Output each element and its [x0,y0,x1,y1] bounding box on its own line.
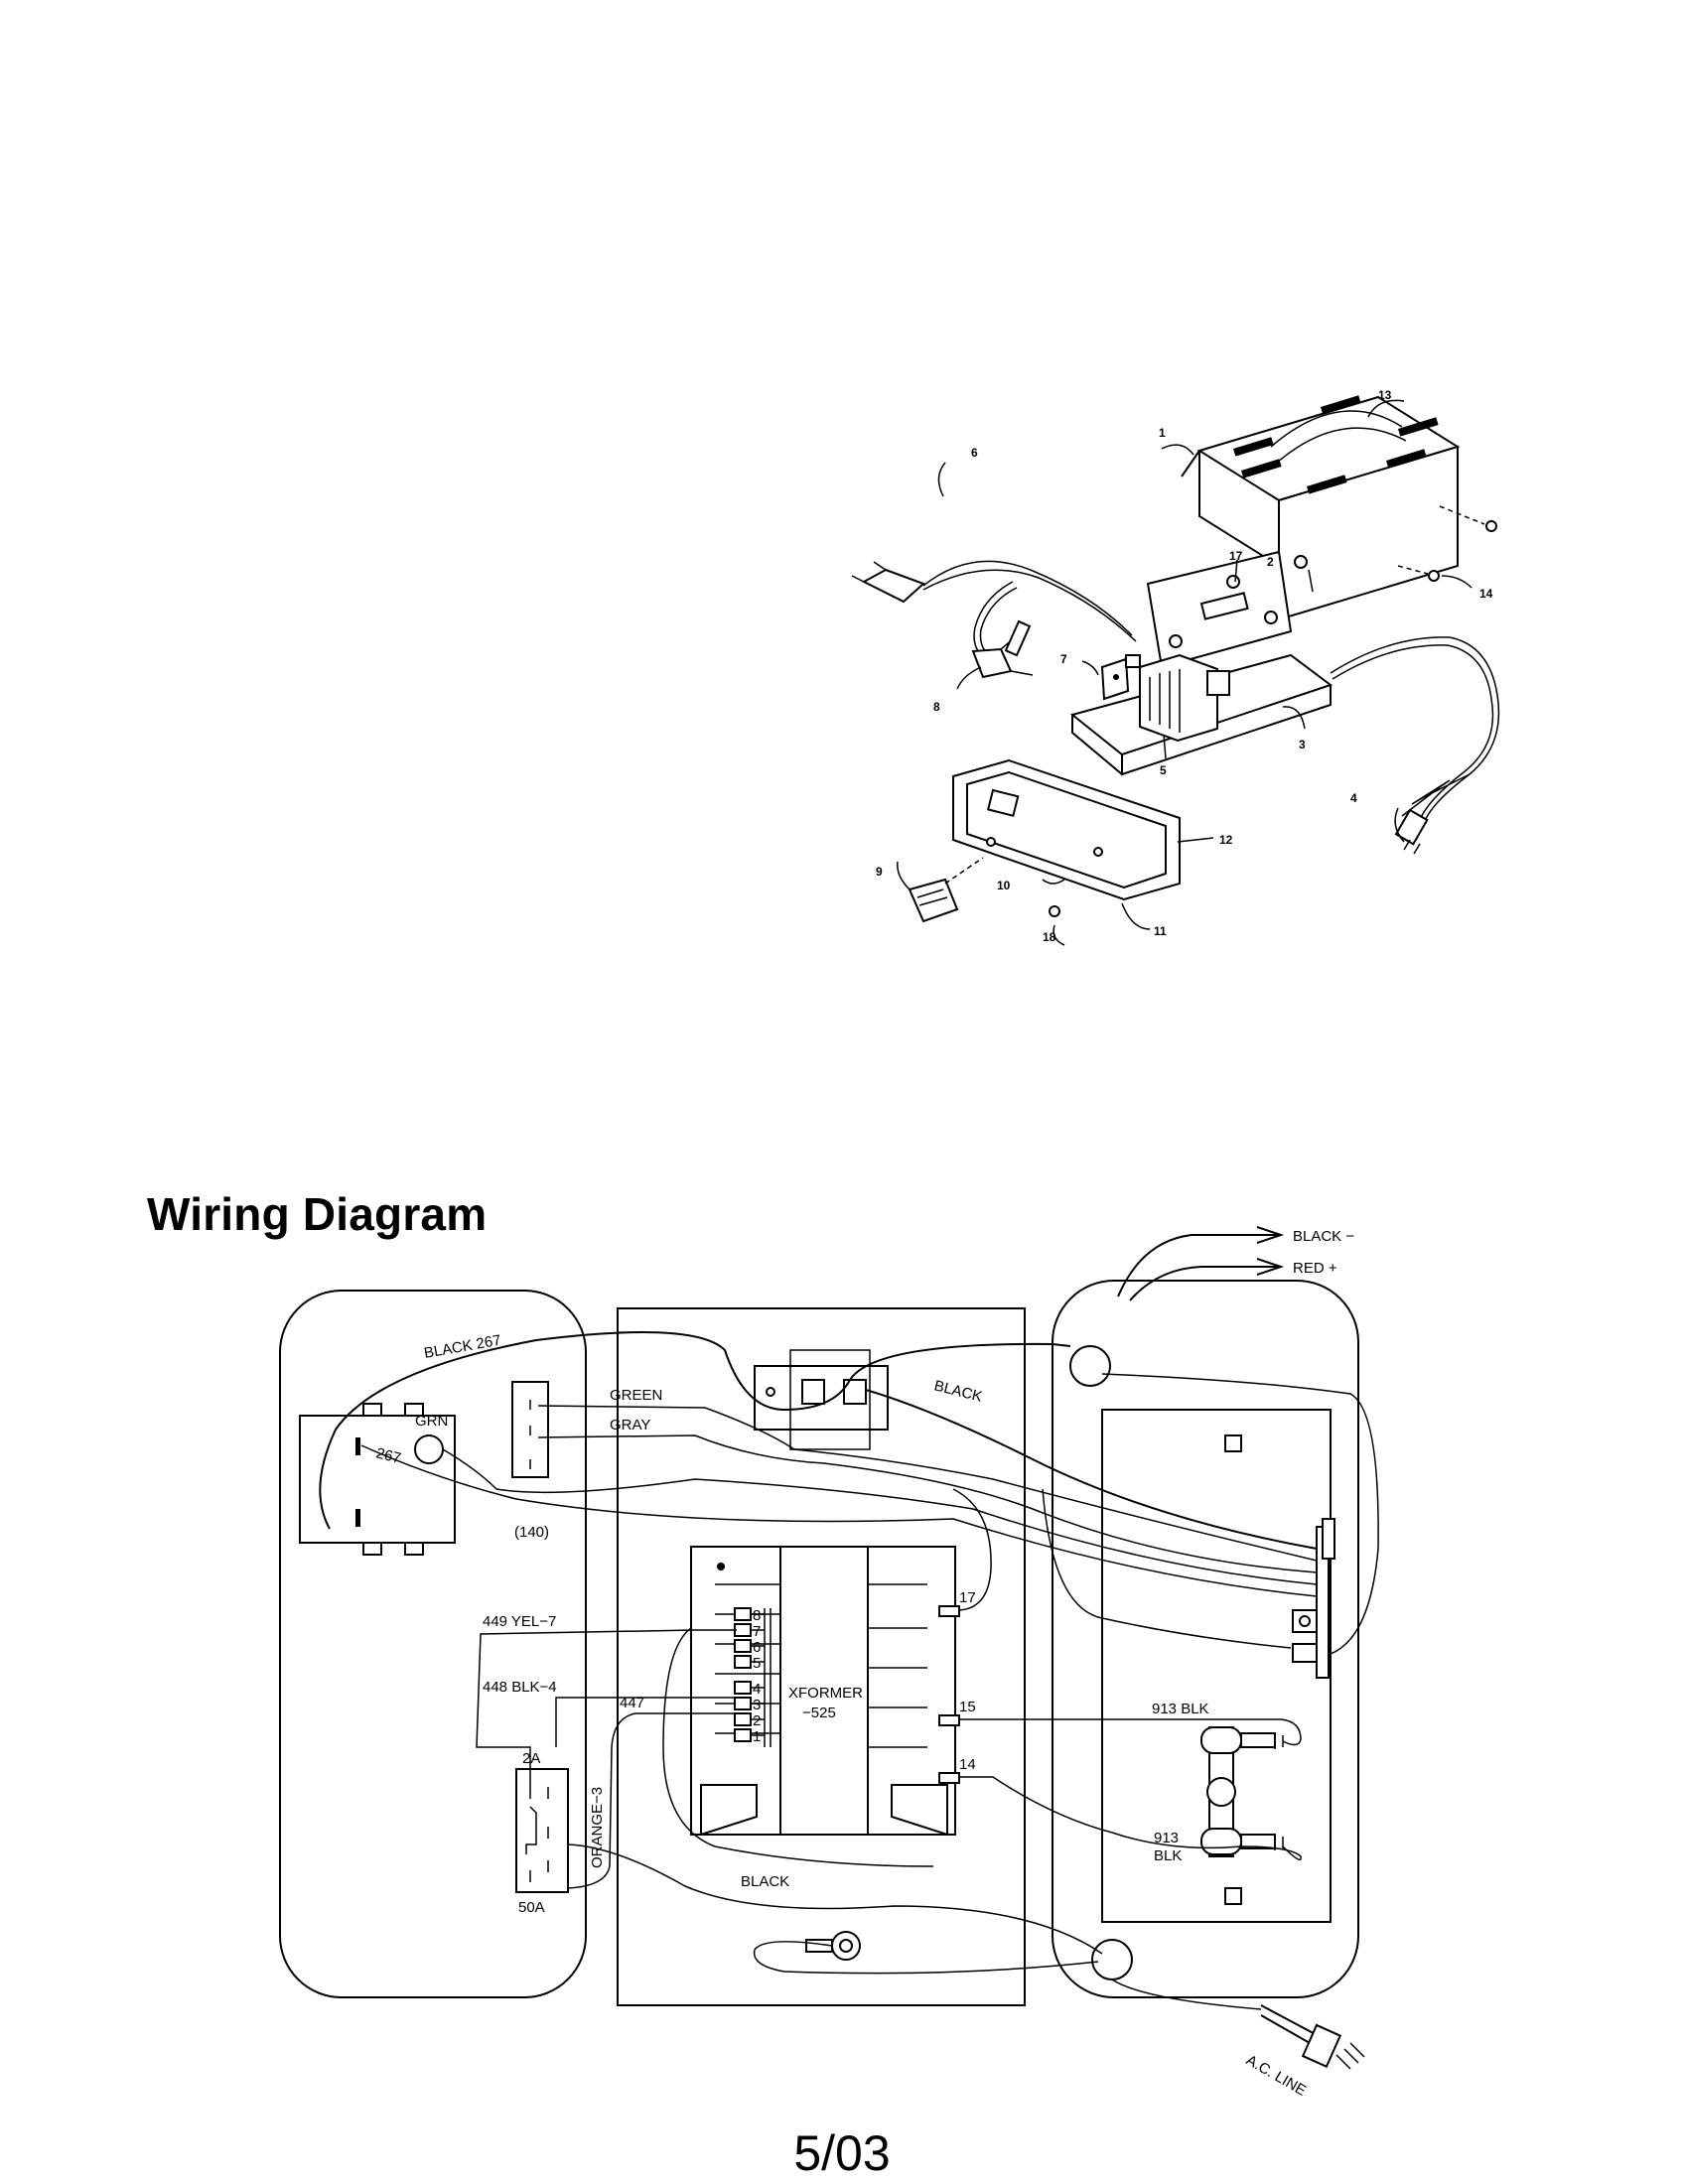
tap-2: 2 [753,1712,761,1729]
terminal-strip [1292,1518,1335,1679]
part-label-17: 17 [1229,549,1243,563]
part-label-11: 11 [1154,924,1167,938]
tap-8: 8 [753,1607,761,1624]
blk4-wire-label: 448 BLK−4 [483,1679,557,1696]
center-relay [754,1349,889,1450]
yel7-wire-label: 449 YEL−7 [483,1613,556,1630]
part-label-12: 12 [1219,833,1233,847]
transformer-taps [734,1607,772,1747]
left-panel [279,1290,587,1998]
diode-assembly [1200,1726,1284,1857]
green-wire-label: GREEN [610,1387,662,1404]
exploded-view-illustration: 1 2 3 4 5 6 7 8 9 10 11 12 13 14 17 18 [851,388,1500,946]
xformer-model-label: −525 [802,1705,836,1721]
part-label-14: 14 [1479,587,1493,601]
black-output-label: BLACK − [1293,1228,1354,1245]
rectifier-heatsink [1069,1345,1332,1980]
xformer-label: XFORMER [788,1685,863,1702]
breaker-2a-label: 2A [522,1750,540,1767]
footer-date: 5/03 [793,2125,891,2181]
tap-4: 4 [753,1681,761,1698]
part-leader-lines [897,399,1473,946]
part-label-2: 2 [1267,555,1274,569]
output-leads [1117,1226,1285,1301]
bezel-screw [1049,905,1060,917]
ammeter-part [908,857,984,923]
front-bezel [952,758,1181,901]
center-panel [617,1307,1026,2006]
part-label-3: 3 [1299,738,1306,751]
battery-clamps [851,560,1137,679]
black-bottom-wire-label: BLACK [741,1873,789,1890]
breaker-50a-label: 50A [518,1899,545,1916]
circuit-breaker-part [1100,654,1141,701]
selector-switch [511,1381,549,1478]
black-top-wire-label: BLACK [932,1377,984,1405]
terminal-17-label: 17 [959,1589,976,1606]
wiring-harness [319,1331,1379,2010]
tap-5: 5 [753,1655,761,1672]
part-label-4: 4 [1350,791,1357,805]
wire-267-label: 267 [374,1444,402,1467]
charger-cover [1181,395,1461,621]
circuit-breaker [515,1768,569,1893]
grn-label: GRN [415,1413,448,1430]
part-label-18: 18 [1043,930,1056,944]
orange3-wire-label: ORANGE−3 [589,1787,606,1868]
blk913-bottom-number: 913 [1154,1830,1179,1846]
secondary-terminals [938,1605,960,1784]
gray-wire-label: GRAY [610,1417,650,1433]
blk913-top-label: 913 BLK [1152,1701,1209,1717]
power-cord [1330,636,1500,855]
blk913-bottom-text: BLK [1154,1847,1182,1864]
red-output-label: RED + [1293,1260,1337,1277]
transformer-block [1139,653,1230,743]
part-label-7: 7 [1060,652,1067,666]
wire-447-label: 447 [620,1695,644,1711]
ac-line-label: A.C. LINE [1243,2052,1309,2100]
ac-plug [1260,2004,1365,2070]
part-label-8: 8 [933,700,940,714]
back-plate [1146,550,1308,669]
tap-6: 6 [753,1639,761,1656]
part-label-6: 6 [971,446,978,460]
part-label-5: 5 [1160,763,1167,777]
part-label-13: 13 [1378,388,1392,402]
part-label-1: 1 [1159,426,1166,440]
part-number-labels: 1 2 3 4 5 6 7 8 9 10 11 12 13 14 17 18 [876,388,1493,944]
tap-3: 3 [753,1697,761,1713]
section-title: Wiring Diagram [147,1188,488,1240]
terminal-14-label: 14 [959,1756,976,1773]
n140-label: (140) [514,1524,549,1541]
ring-terminal [805,1931,861,1961]
tap-1: 1 [753,1728,761,1745]
terminal-15-label: 15 [959,1699,976,1715]
part-label-9: 9 [876,865,883,879]
part-label-10: 10 [997,879,1011,892]
tap-7: 7 [753,1623,761,1640]
cover-screws [1397,505,1497,582]
right-panel [1052,1280,1359,1998]
